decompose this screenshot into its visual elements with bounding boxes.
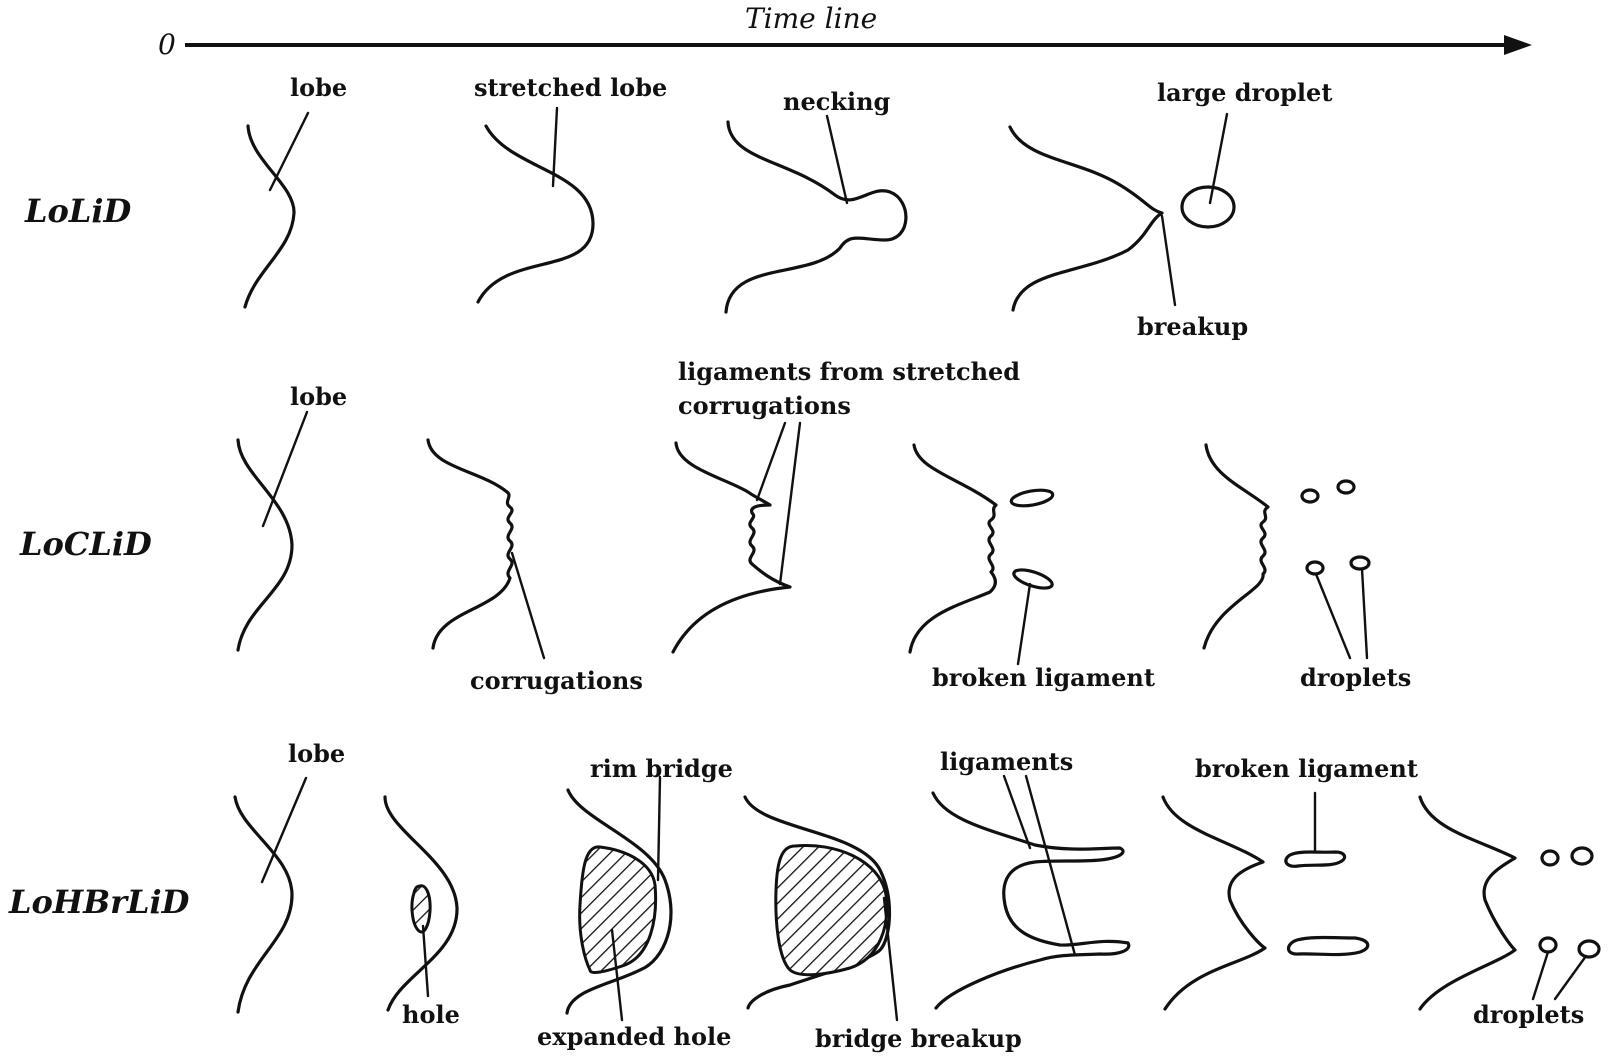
lohbrlid-ligament-fragment-bottom — [1286, 935, 1370, 957]
lolid-stretched-lobe-sketch — [476, 124, 595, 304]
loclid-corrugations-sketch — [426, 438, 514, 650]
lolid-necking-leader — [825, 114, 849, 205]
lohbrlid-droplet-4 — [1577, 939, 1601, 959]
loclid-lobe-label: lobe — [290, 382, 347, 411]
lolid-lobe-sketch — [243, 124, 296, 309]
lohbrlid-bridge-breakup-leader — [882, 896, 899, 1022]
loclid-lobe-leader — [261, 410, 309, 528]
lohbrlid-hole-label: hole — [402, 1000, 460, 1029]
lohbrlid-droplets-leader-2 — [1553, 954, 1588, 1001]
lolid-large-droplet-leader — [1208, 112, 1229, 205]
lohbrlid-rim-bridge-leader — [656, 775, 662, 882]
lohbrlid-ligaments-label: ligaments — [940, 747, 1073, 776]
loclid-ligaments-leader-1 — [755, 421, 787, 502]
lohbrlid-droplets-label: droplets — [1473, 1000, 1584, 1029]
lohbrlid-droplets-leader-1 — [1531, 950, 1550, 1001]
loclid-droplets-sketch — [1202, 443, 1270, 650]
lolid-lobe-label: lobe — [290, 73, 347, 102]
lolid-breakup-sketch — [1008, 125, 1164, 312]
lohbrlid-rim-bridge-label: rim bridge — [590, 754, 733, 783]
row-label-loclid: LoCLiD — [19, 525, 152, 563]
loclid-lobe-sketch — [236, 438, 294, 652]
row-lolid: lobe stretched lobe necking large drople… — [243, 73, 1332, 341]
lohbrlid-expanded-hole — [578, 845, 658, 974]
lohbrlid-droplet-1 — [1540, 849, 1560, 867]
timeline-arrow-head — [1504, 35, 1532, 55]
lohbrlid-lobe-label: lobe — [288, 739, 345, 768]
lohbrlid-broken-ligament-sketch — [1161, 795, 1267, 1011]
loclid-corrugations-leader — [510, 551, 546, 660]
loclid-corrugations-label: corrugations — [470, 666, 643, 695]
lohbrlid-ligaments-leader-2 — [1024, 774, 1077, 957]
timeline-label: Time line — [745, 2, 877, 35]
loclid-ligament-fragment-bottom — [1012, 568, 1054, 590]
lolid-breakup-leader — [1160, 214, 1177, 307]
lohbrlid-lobe-leader — [260, 776, 308, 884]
timeline: 0 Time line — [158, 2, 1532, 61]
row-loclid: lobe corrugations ligaments from stretch… — [236, 357, 1411, 695]
loclid-droplet-1 — [1300, 488, 1320, 504]
lolid-necking-sketch — [724, 120, 908, 314]
lolid-breakup-label: breakup — [1137, 312, 1248, 341]
loclid-ligaments-sketch — [671, 441, 792, 654]
timeline-origin: 0 — [158, 28, 176, 61]
loclid-droplets-leader-2 — [1360, 567, 1369, 660]
loclid-ligament-fragment-top — [1009, 488, 1055, 508]
loclid-droplets-leader-1 — [1314, 572, 1352, 660]
lohbrlid-bridge-hole — [774, 843, 889, 977]
loclid-broken-ligament-leader — [1016, 582, 1032, 666]
lohbrlid-ligament-fragment-top — [1284, 850, 1347, 868]
loclid-ligaments-leader-2 — [778, 421, 802, 586]
loclid-ligaments-label-line1: ligaments from stretched — [678, 357, 1020, 386]
lohbrlid-droplets-sketch — [1418, 795, 1517, 1011]
lohbrlid-bridge-breakup-label: bridge breakup — [815, 1024, 1022, 1053]
loclid-droplet-3 — [1305, 560, 1325, 576]
row-lohbrlid: lobe hole rim bridge expanded hole bridg… — [233, 739, 1601, 1053]
lohbrlid-droplet-2 — [1570, 846, 1594, 866]
lolid-necking-label: necking — [783, 87, 891, 116]
row-label-lolid: LoLiD — [24, 192, 132, 230]
lohbrlid-rim-bridge-sketch — [565, 788, 673, 1015]
lolid-large-droplet-label: large droplet — [1157, 78, 1332, 107]
lohbrlid-expanded-hole-leader — [610, 928, 624, 1022]
lolid-large-droplet — [1180, 185, 1236, 229]
lolid-stretched-lobe-leader — [551, 106, 559, 188]
lohbrlid-ligaments-leader-1 — [1002, 774, 1032, 850]
lohbrlid-droplet-3 — [1538, 936, 1558, 954]
lolid-stretched-lobe-label: stretched lobe — [474, 73, 667, 102]
lohbrlid-ligaments-sketch — [931, 791, 1131, 1010]
lohbrlid-bridge-breakup-sketch — [743, 795, 891, 1010]
lolid-lobe-leader — [268, 111, 310, 192]
loclid-broken-ligament-label: broken ligament — [932, 663, 1155, 692]
loclid-droplet-4 — [1349, 555, 1371, 571]
lohbrlid-hole — [410, 884, 432, 934]
loclid-broken-ligament-sketch — [908, 443, 998, 654]
lohbrlid-broken-ligament-label: broken ligament — [1195, 754, 1418, 783]
lohbrlid-hole-leader — [421, 924, 430, 998]
loclid-droplet-2 — [1336, 479, 1356, 495]
lohbrlid-expanded-hole-label: expanded hole — [537, 1022, 731, 1051]
row-label-lohbrlid: LoHBrLiD — [8, 883, 190, 921]
loclid-droplets-label: droplets — [1300, 663, 1411, 692]
loclid-ligaments-label-line2: corrugations — [678, 391, 851, 420]
lohbrlid-hole-lobe-sketch — [383, 795, 459, 1012]
lohbrlid-lobe-sketch — [233, 795, 294, 1014]
